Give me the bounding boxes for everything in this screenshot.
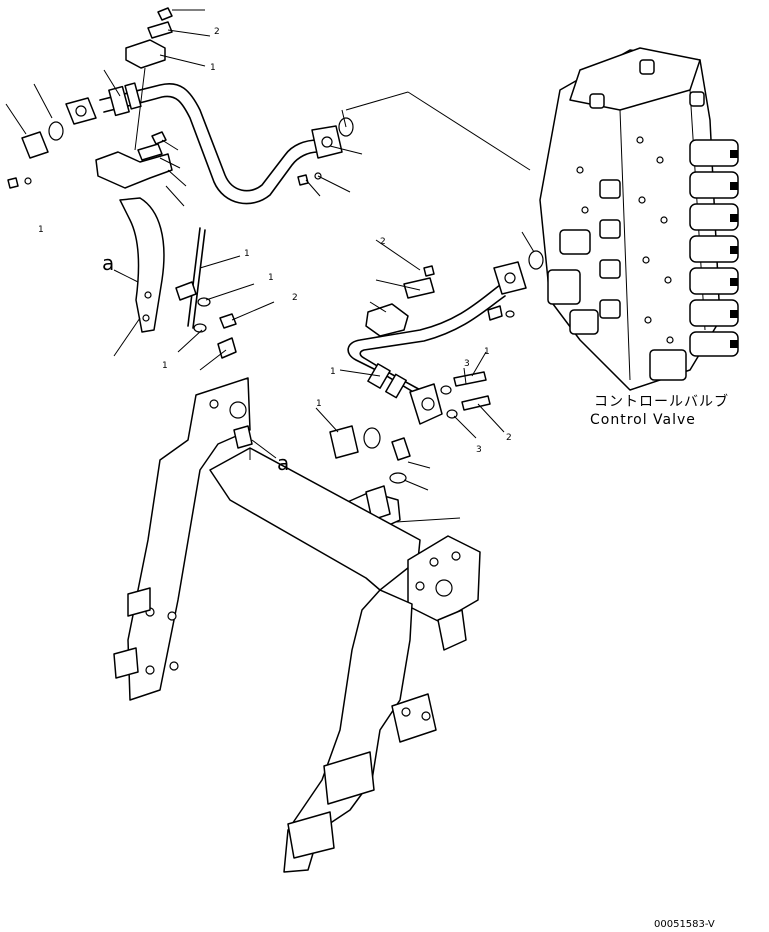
callout-a-frame: a [277, 451, 289, 475]
control-valve-label-jp: コントロールバルブ [594, 393, 729, 410]
drawing-code: 00051583-V [654, 919, 715, 930]
lower-pipe-assembly [329, 250, 544, 531]
callout-a-upper: a [102, 251, 114, 275]
control-valve-label-en: Control Valve [590, 412, 696, 428]
upper-pipe-assembly [7, 7, 354, 205]
part-number: 1 [162, 361, 168, 371]
part-number: 1 [484, 347, 490, 357]
part-number: 3 [464, 359, 470, 369]
part-number: 1 [244, 249, 250, 259]
frame [113, 377, 481, 873]
control-valve [539, 47, 739, 391]
part-number: 2 [214, 27, 220, 37]
leader-lines [5, 9, 535, 523]
part-number: 1 [210, 63, 216, 73]
valve-fittings [547, 59, 705, 381]
part-number: 2 [292, 293, 298, 303]
part-number: 1 [268, 273, 274, 283]
part-number: 1 [316, 399, 322, 409]
part-number: 3 [476, 445, 482, 455]
part-number: 1 [38, 225, 44, 235]
valve-spool-caps [689, 139, 739, 357]
part-number: 2 [380, 237, 386, 247]
valve-face-holes [576, 136, 674, 344]
bracket-a [119, 197, 237, 359]
part-number: 2 [506, 433, 512, 443]
part-number: 1 [330, 367, 336, 377]
